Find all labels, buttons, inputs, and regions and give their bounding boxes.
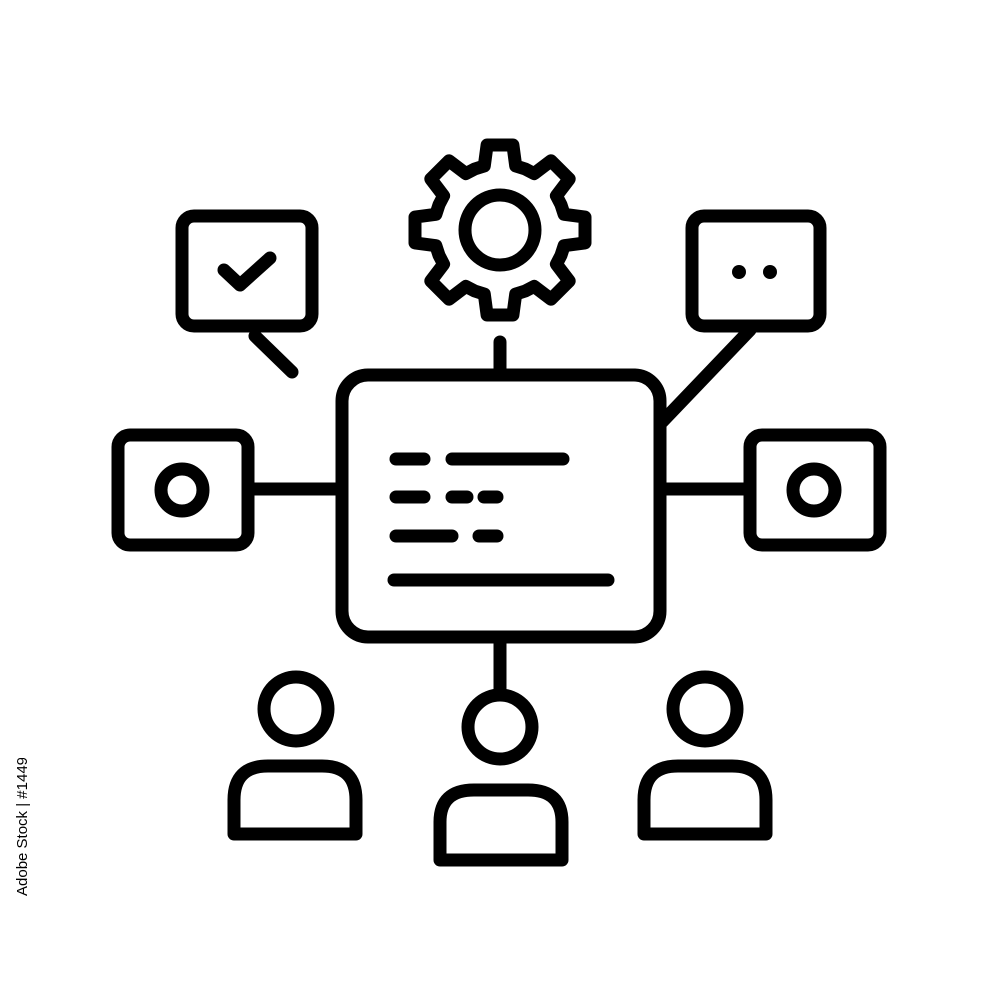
- gear-inner-ring: [458, 188, 542, 272]
- left-node-frame: [111, 428, 255, 552]
- user-icon: [666, 670, 744, 748]
- user-center: [433, 688, 569, 867]
- stock-id-watermark: Adobe Stock | #1449578105: [10, 758, 34, 898]
- chat-bubble-dots-frame: [685, 209, 827, 333]
- target-icon: [154, 462, 210, 518]
- chat-bubble-check-frame: [175, 209, 319, 333]
- document-lines-icon: [387, 452, 615, 587]
- user-right: [637, 670, 773, 841]
- ellipsis-icon: [732, 265, 777, 279]
- connector-chat-right: [655, 323, 757, 429]
- chat-bubble-check-tail: [248, 329, 299, 379]
- left-node-box: [111, 428, 255, 552]
- right-node-box: [743, 428, 887, 552]
- gear-teeth-outline: [408, 138, 592, 322]
- chat-bubble-dots: [685, 209, 827, 333]
- checkmark-icon: [217, 251, 277, 292]
- target-icon: [786, 462, 842, 518]
- connector-lines: [241, 323, 757, 697]
- central-panel: [335, 368, 667, 644]
- user-left: [227, 670, 363, 841]
- chat-bubble-check: [175, 209, 319, 379]
- right-node-frame: [743, 428, 887, 552]
- gear-icon: [408, 138, 592, 322]
- user-icon: [257, 670, 335, 748]
- stock-id-text: Adobe Stock | #1449578105: [14, 758, 31, 896]
- user-icon: [461, 688, 539, 766]
- central-panel-frame: [335, 368, 667, 644]
